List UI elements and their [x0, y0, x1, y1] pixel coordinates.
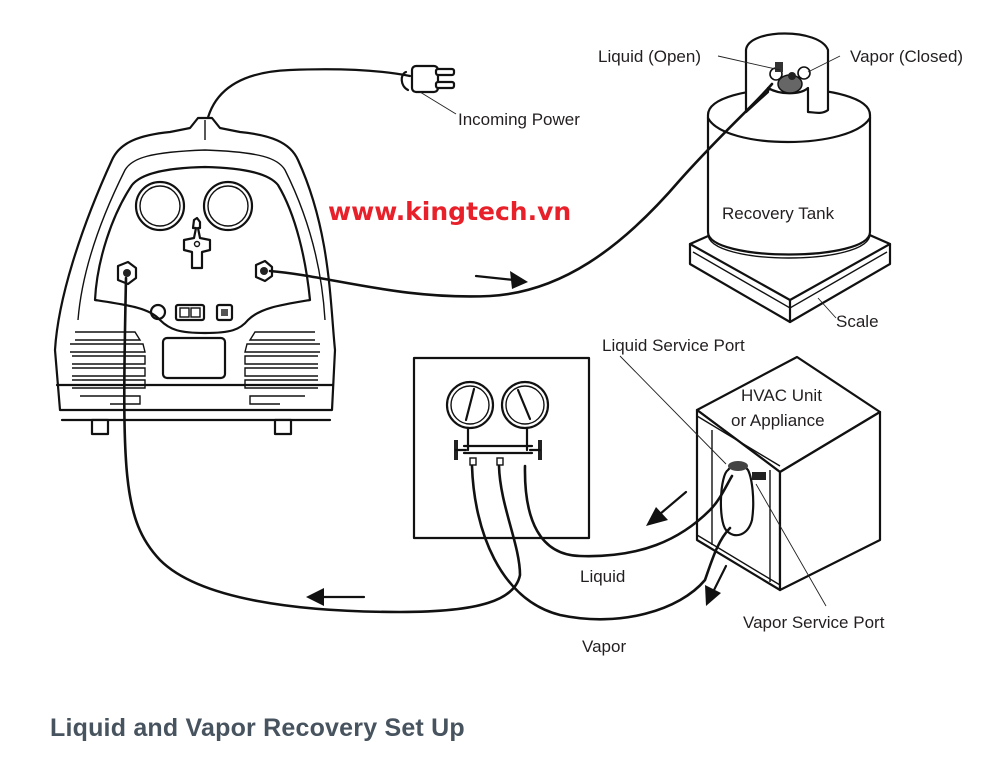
power-plug-icon [400, 64, 457, 115]
label-liquid-service-port: Liquid Service Port [602, 336, 745, 355]
machine-display-window [161, 336, 227, 380]
machine-foot-left [90, 418, 110, 436]
manifold-gauge-set [412, 356, 591, 540]
label-incoming-power: Incoming Power [458, 110, 580, 129]
compressor-icon [719, 461, 766, 537]
hose-machine-to-tank [268, 82, 774, 298]
label-vapor-service-port: Vapor Service Port [743, 613, 885, 632]
hose-vapor [470, 464, 732, 621]
flow-arrow-to-machine-icon [306, 588, 366, 606]
hose-liquid [523, 464, 734, 558]
machine-gauge-left-icon [134, 180, 186, 232]
label-hvac-line2: or Appliance [731, 411, 825, 430]
flow-arrow-to-tank-icon [474, 271, 528, 289]
power-cord [204, 68, 412, 128]
recovery-tank [706, 32, 872, 259]
manifold-gauge-high-icon [500, 380, 550, 430]
recovery-setup-diagram: www.kingtech.vn Incoming Power Liquid (O… [53, 32, 963, 656]
label-liquid-hose: Liquid [580, 567, 625, 586]
machine-gauge-right-icon [202, 180, 254, 232]
recovery-machine [53, 116, 337, 436]
label-hvac-line1: HVAC Unit [741, 386, 822, 405]
machine-inlet-port-icon [116, 260, 138, 286]
label-vapor-hose: Vapor [582, 637, 626, 656]
machine-foot-right [273, 418, 293, 436]
label-scale: Scale [836, 312, 879, 331]
label-vapor-closed: Vapor (Closed) [850, 47, 963, 66]
vapor-valve-icon [788, 66, 811, 80]
figure-title: Liquid and Vapor Recovery Set Up [50, 714, 465, 742]
machine-outlet-port-icon [254, 259, 274, 283]
selector-knob-icon [182, 216, 212, 270]
label-liquid-open: Liquid (Open) [598, 47, 701, 66]
flow-arrow-vapor-icon [705, 564, 728, 606]
machine-controls [149, 303, 234, 322]
watermark: www.kingtech.vn [328, 197, 571, 226]
label-recovery-tank: Recovery Tank [722, 204, 835, 223]
manifold-gauge-low-icon [445, 380, 495, 430]
flow-arrow-liquid-icon [646, 490, 688, 526]
hose-manifold-to-machine [122, 276, 522, 614]
